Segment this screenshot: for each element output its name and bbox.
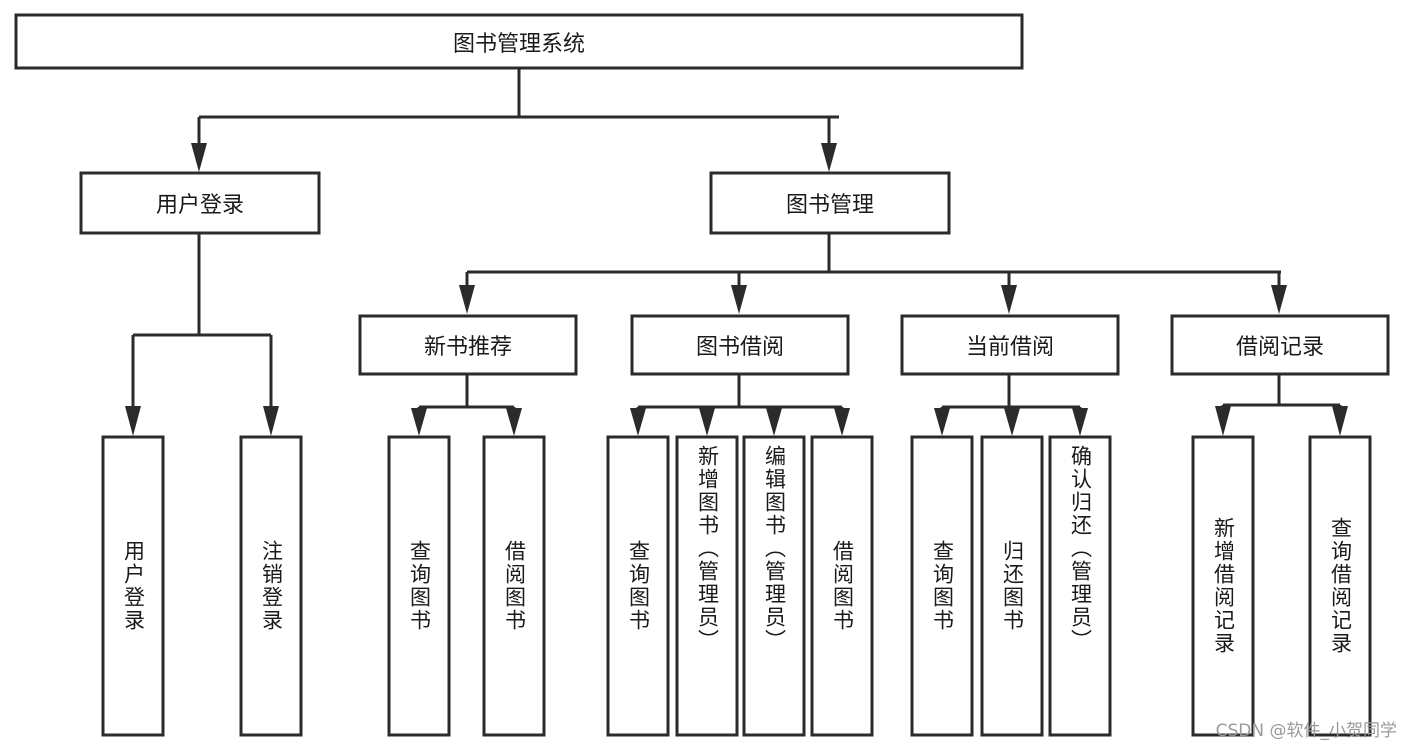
leaf-box-bb-query-book[interactable]	[606, 435, 670, 737]
arrowhead-leaf-bb-edit	[766, 408, 782, 436]
arrowhead-level3-current	[1001, 285, 1017, 314]
arrowhead-leaf-cb-confirm	[1072, 408, 1088, 436]
arrowhead-leaf-bb-borrow	[834, 408, 850, 436]
leaf-box-bb-borrow-book[interactable]	[810, 435, 874, 737]
leaf-box-bb-edit-book[interactable]	[742, 435, 806, 737]
leaf-box-user-login[interactable]	[101, 435, 165, 737]
arrowhead-userlogin	[191, 143, 207, 172]
node-level3-book-borrow-box[interactable]	[630, 314, 850, 376]
leaf-box-cb-query-book[interactable]	[910, 435, 974, 737]
node-level2-book-management-box[interactable]	[709, 171, 951, 235]
arrowhead-level3-borrow	[731, 285, 747, 314]
arrowhead-leaf-user-login	[125, 406, 141, 436]
arrowhead-leaf-nb-query	[411, 408, 427, 436]
arrowhead-leaf-bb-query	[630, 408, 646, 436]
leaf-box-nb-query-book[interactable]	[387, 435, 451, 737]
leaf-box-br-query-record[interactable]	[1308, 435, 1372, 737]
leaf-box-logout[interactable]	[239, 435, 303, 737]
leaf-box-cb-confirm-return[interactable]	[1048, 435, 1112, 737]
node-level3-new-book-box[interactable]	[358, 314, 578, 376]
arrowhead-bookmgmt	[821, 143, 837, 172]
arrowhead-leaf-nb-borrow	[506, 408, 522, 436]
arrowhead-leaf-br-add	[1215, 406, 1231, 436]
arrowhead-level3-record	[1271, 285, 1287, 314]
leaf-box-nb-borrow-book[interactable]	[482, 435, 546, 737]
node-level3-current-borrow-box[interactable]	[900, 314, 1120, 376]
arrowhead-leaf-cb-query	[934, 408, 950, 436]
arrowhead-leaf-logout	[263, 406, 279, 436]
arrowhead-leaf-cb-return	[1004, 408, 1020, 436]
leaf-box-bb-add-book[interactable]	[675, 435, 739, 737]
leaf-box-br-add-record[interactable]	[1191, 435, 1255, 737]
node-level3-borrow-record-box[interactable]	[1170, 314, 1390, 376]
arrowhead-leaf-bb-add	[699, 408, 715, 436]
arrowhead-leaf-br-query	[1332, 406, 1348, 436]
node-level2-user-login-box[interactable]	[79, 171, 321, 235]
leaf-box-cb-return-book[interactable]	[980, 435, 1044, 737]
node-root-box[interactable]	[14, 13, 1024, 70]
arrowhead-level3-new-book	[459, 285, 475, 314]
